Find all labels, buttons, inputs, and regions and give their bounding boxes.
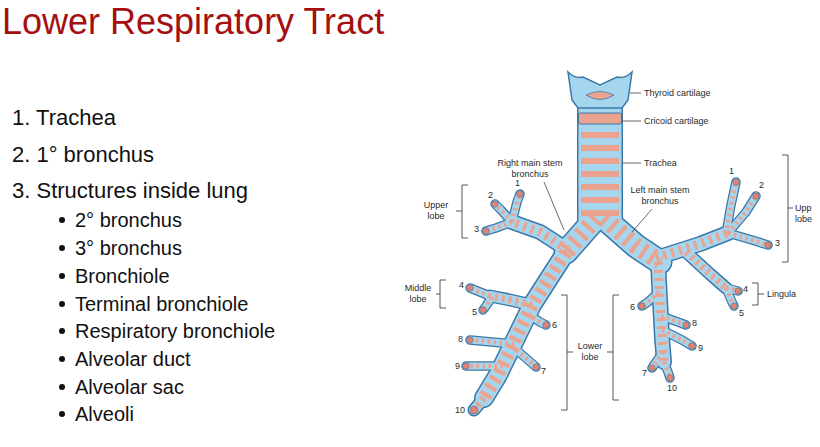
bullet-item: Bronchiole (75, 264, 170, 288)
bullet-item: 2° bronchus (75, 208, 182, 232)
part-label: Left main stem bronchus (626, 185, 694, 207)
segment-number: 4 (459, 280, 464, 291)
airway-wall (466, 106, 768, 410)
segment-number: 1 (515, 178, 520, 189)
part-label: Cricoid cartilage (644, 116, 709, 127)
segment-number: 2 (759, 180, 764, 191)
list-item: 2. 1° bronchus (12, 142, 154, 168)
segment-number: 9 (698, 343, 703, 354)
segment-number: 8 (692, 318, 697, 329)
bullet-item: Respiratory bronchiole (75, 319, 275, 343)
lobe-label: Lower lobe (575, 341, 605, 363)
segment-number: 3 (775, 238, 780, 249)
segment-number: 2 (488, 190, 493, 201)
segment-number: 5 (472, 307, 477, 318)
airway-outline (466, 106, 768, 410)
part-label: Thyroid cartilage (644, 88, 711, 99)
segment-number: 5 (739, 308, 744, 319)
part-label: Trachea (644, 158, 677, 169)
list-item: 1. Trachea (12, 105, 116, 131)
segment-number: 8 (458, 334, 463, 345)
lobe-label: Lingula (767, 289, 796, 300)
bullet-item: Alveolar duct (75, 347, 191, 371)
thyroid-cartilage-shape (568, 72, 632, 108)
airway-tips (463, 179, 771, 414)
segment-number: 9 (455, 361, 460, 372)
lobe-label: Upp lobe (795, 203, 817, 225)
segment-number: 6 (630, 302, 635, 313)
segment-number: 1 (729, 166, 734, 177)
thyroid-cartilage-plate (586, 92, 614, 100)
bullet-item: Alveolar sac (75, 375, 184, 399)
cricoid-ring (579, 113, 622, 124)
segment-number: 6 (552, 320, 557, 331)
bullet-item: Alveoli (75, 402, 134, 426)
bullet-item: 3° bronchus (75, 236, 182, 260)
segment-number: 7 (541, 366, 546, 377)
lobe-label: Middle lobe (401, 283, 435, 305)
segment-number: 7 (642, 368, 647, 379)
list-item: 3. Structures inside lung (12, 178, 248, 204)
list-bullets (59, 217, 65, 417)
segment-number: 10 (667, 383, 677, 394)
segment-number: 4 (743, 284, 748, 295)
segment-number: 10 (455, 405, 465, 416)
part-label: Right main stem bronchus (494, 158, 566, 180)
segment-number: 3 (474, 224, 479, 235)
cartilage-rings (466, 132, 768, 410)
page-title: Lower Respiratory Tract (2, 2, 384, 42)
bullet-item: Terminal bronchiole (75, 292, 248, 316)
lobe-label: Upper lobe (420, 200, 452, 222)
lobe-brackets (436, 155, 793, 410)
